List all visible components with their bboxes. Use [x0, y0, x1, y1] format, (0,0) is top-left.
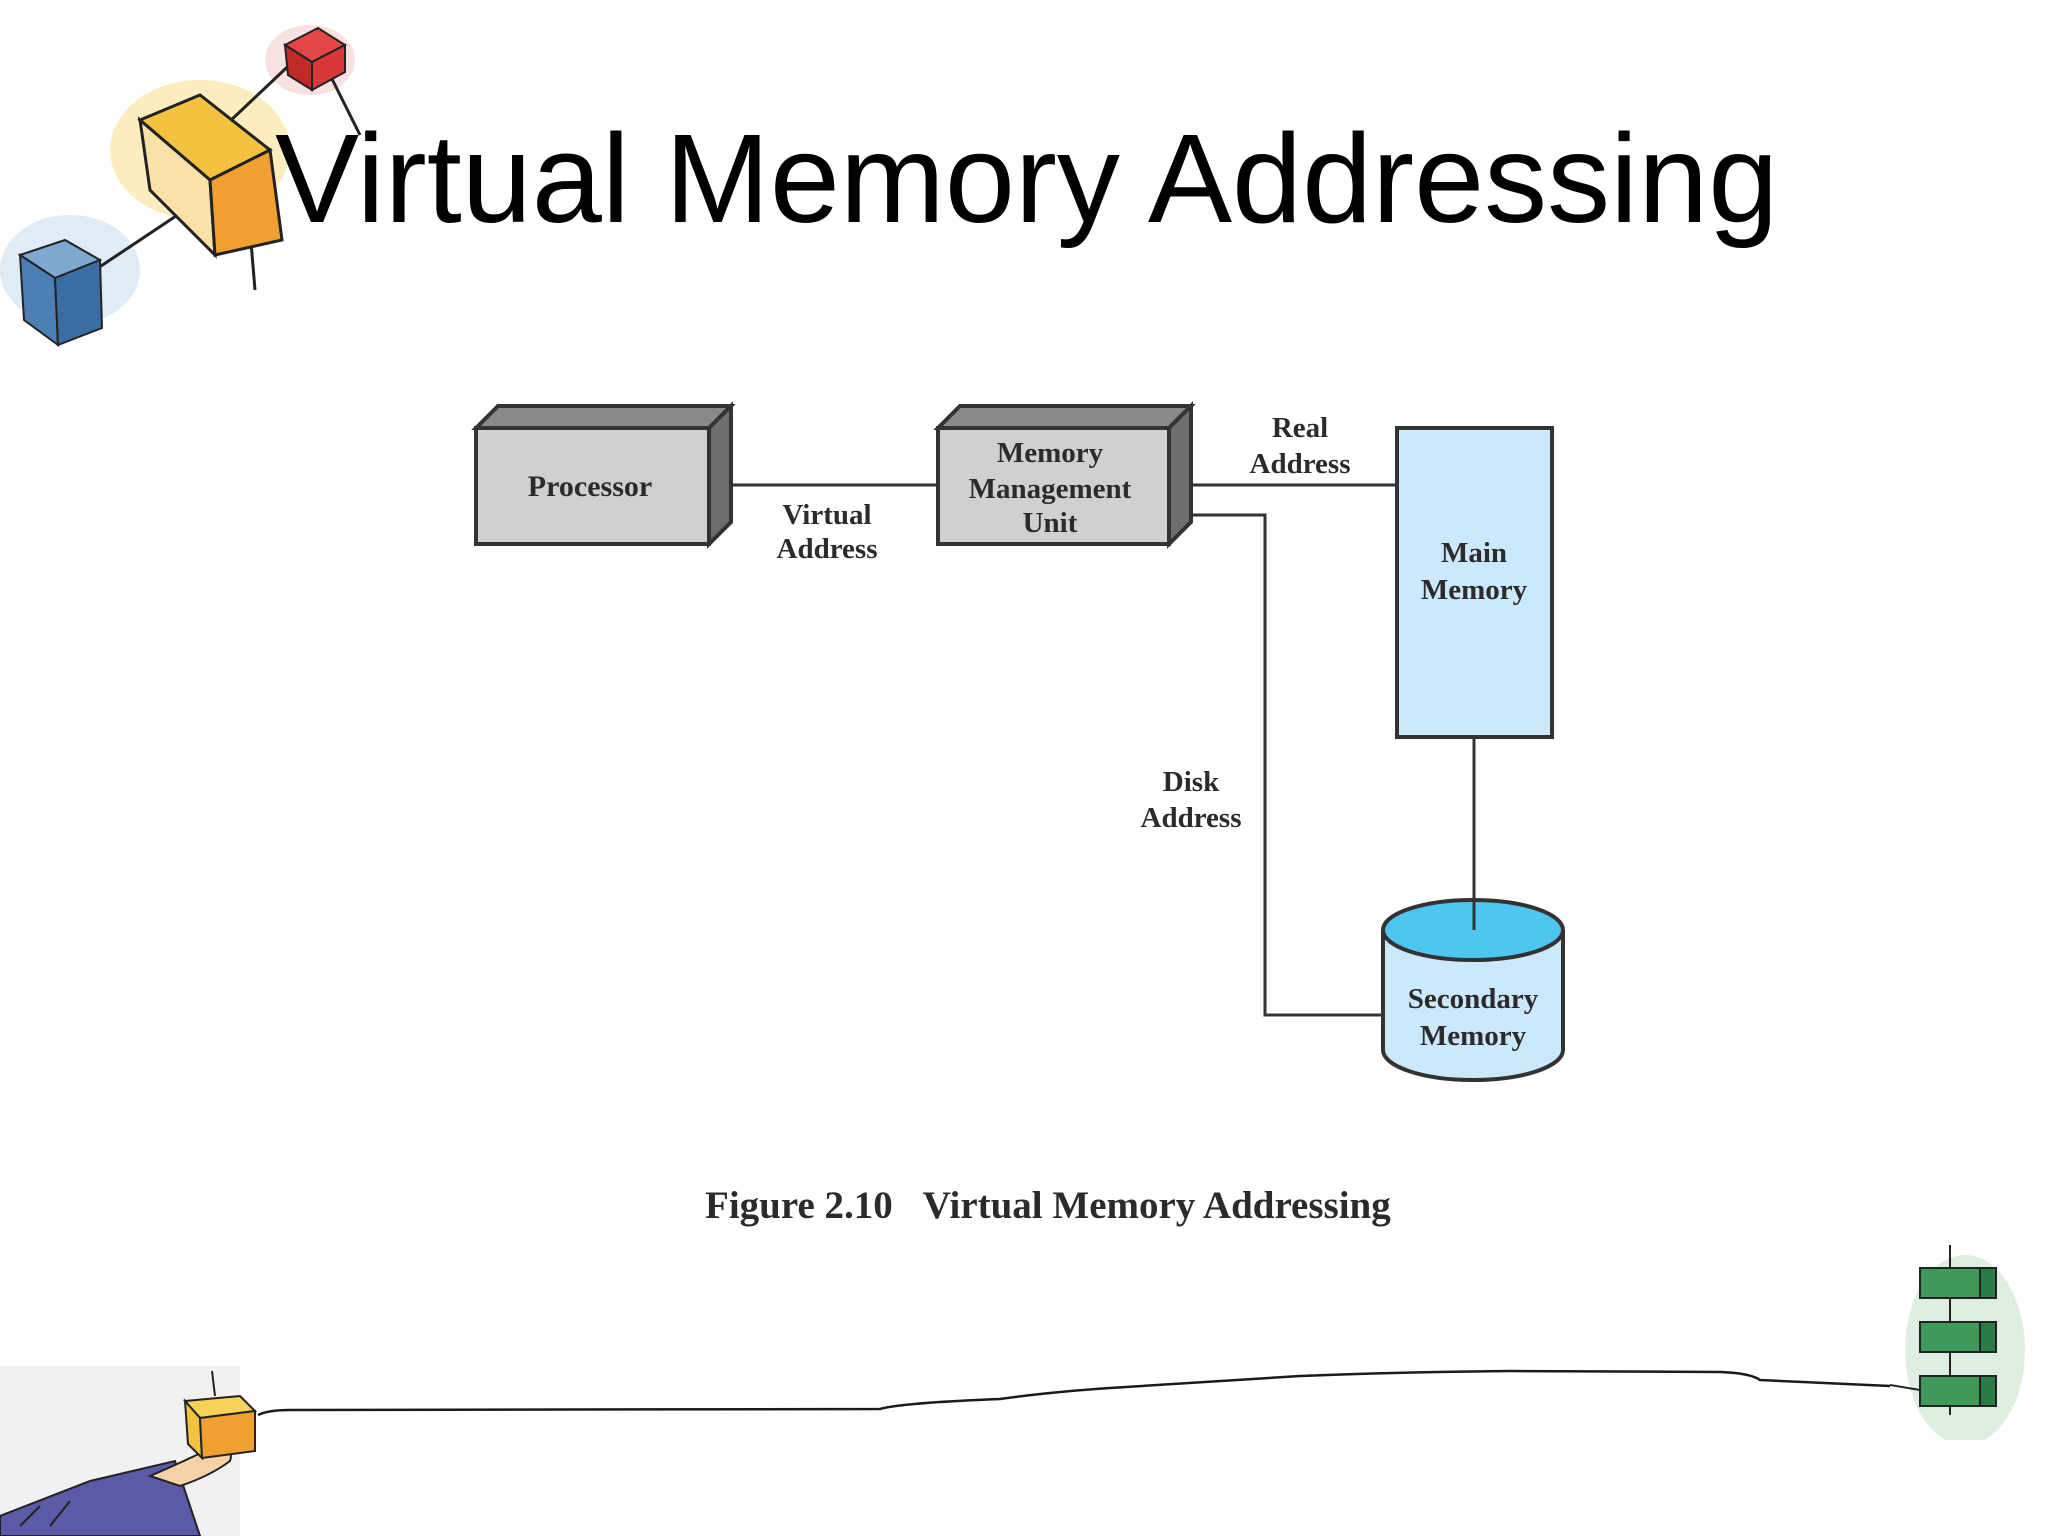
- virtual-address-label-line-1: Virtual: [782, 499, 871, 531]
- slide-title: Virtual Memory Addressing: [275, 108, 1779, 249]
- real-address-label-line-2: Address: [1250, 448, 1351, 480]
- secondary-memory-label-line-2: Memory: [1420, 1020, 1527, 1052]
- main-memory-box: Main Memory: [1395, 426, 1554, 739]
- flowchart-clipart: [1890, 1245, 2025, 1440]
- mmu-label-line-2: Management: [969, 473, 1132, 505]
- mmu-to-secondary-memory-line: [1176, 513, 1383, 1017]
- bottom-connector-line: [257, 1369, 1891, 1417]
- real-address-label-line-1: Real: [1272, 412, 1328, 444]
- mmu-label-line-3: Unit: [1023, 507, 1078, 539]
- secondary-memory-label-line-1: Secondary: [1408, 983, 1539, 1015]
- virtual-address-label-line-2: Address: [777, 533, 878, 565]
- secondary-memory-cylinder: Secondary Memory: [1381, 898, 1565, 1082]
- main-memory-label-line-1: Main: [1441, 537, 1507, 569]
- processor-label: Processor: [528, 470, 652, 503]
- mmu-label-line-1: Memory: [997, 437, 1104, 469]
- connection-lines: [708, 483, 1476, 1017]
- disk-address-label-line-1: Disk: [1163, 766, 1220, 798]
- network-cubes-clipart: [0, 25, 362, 348]
- disk-address-label-line-2: Address: [1141, 802, 1242, 834]
- main-memory-label-line-2: Memory: [1421, 574, 1528, 606]
- figure-title: Virtual Memory Addressing: [922, 1184, 1391, 1227]
- figure-number: Figure 2.10: [705, 1184, 893, 1227]
- hand-holding-box-clipart: [0, 1366, 258, 1536]
- figure-caption: Figure 2.10 Virtual Memory Addressing: [705, 1183, 1391, 1228]
- mmu-box: Memory Management Unit: [933, 401, 1196, 549]
- processor-box: Processor: [471, 401, 736, 549]
